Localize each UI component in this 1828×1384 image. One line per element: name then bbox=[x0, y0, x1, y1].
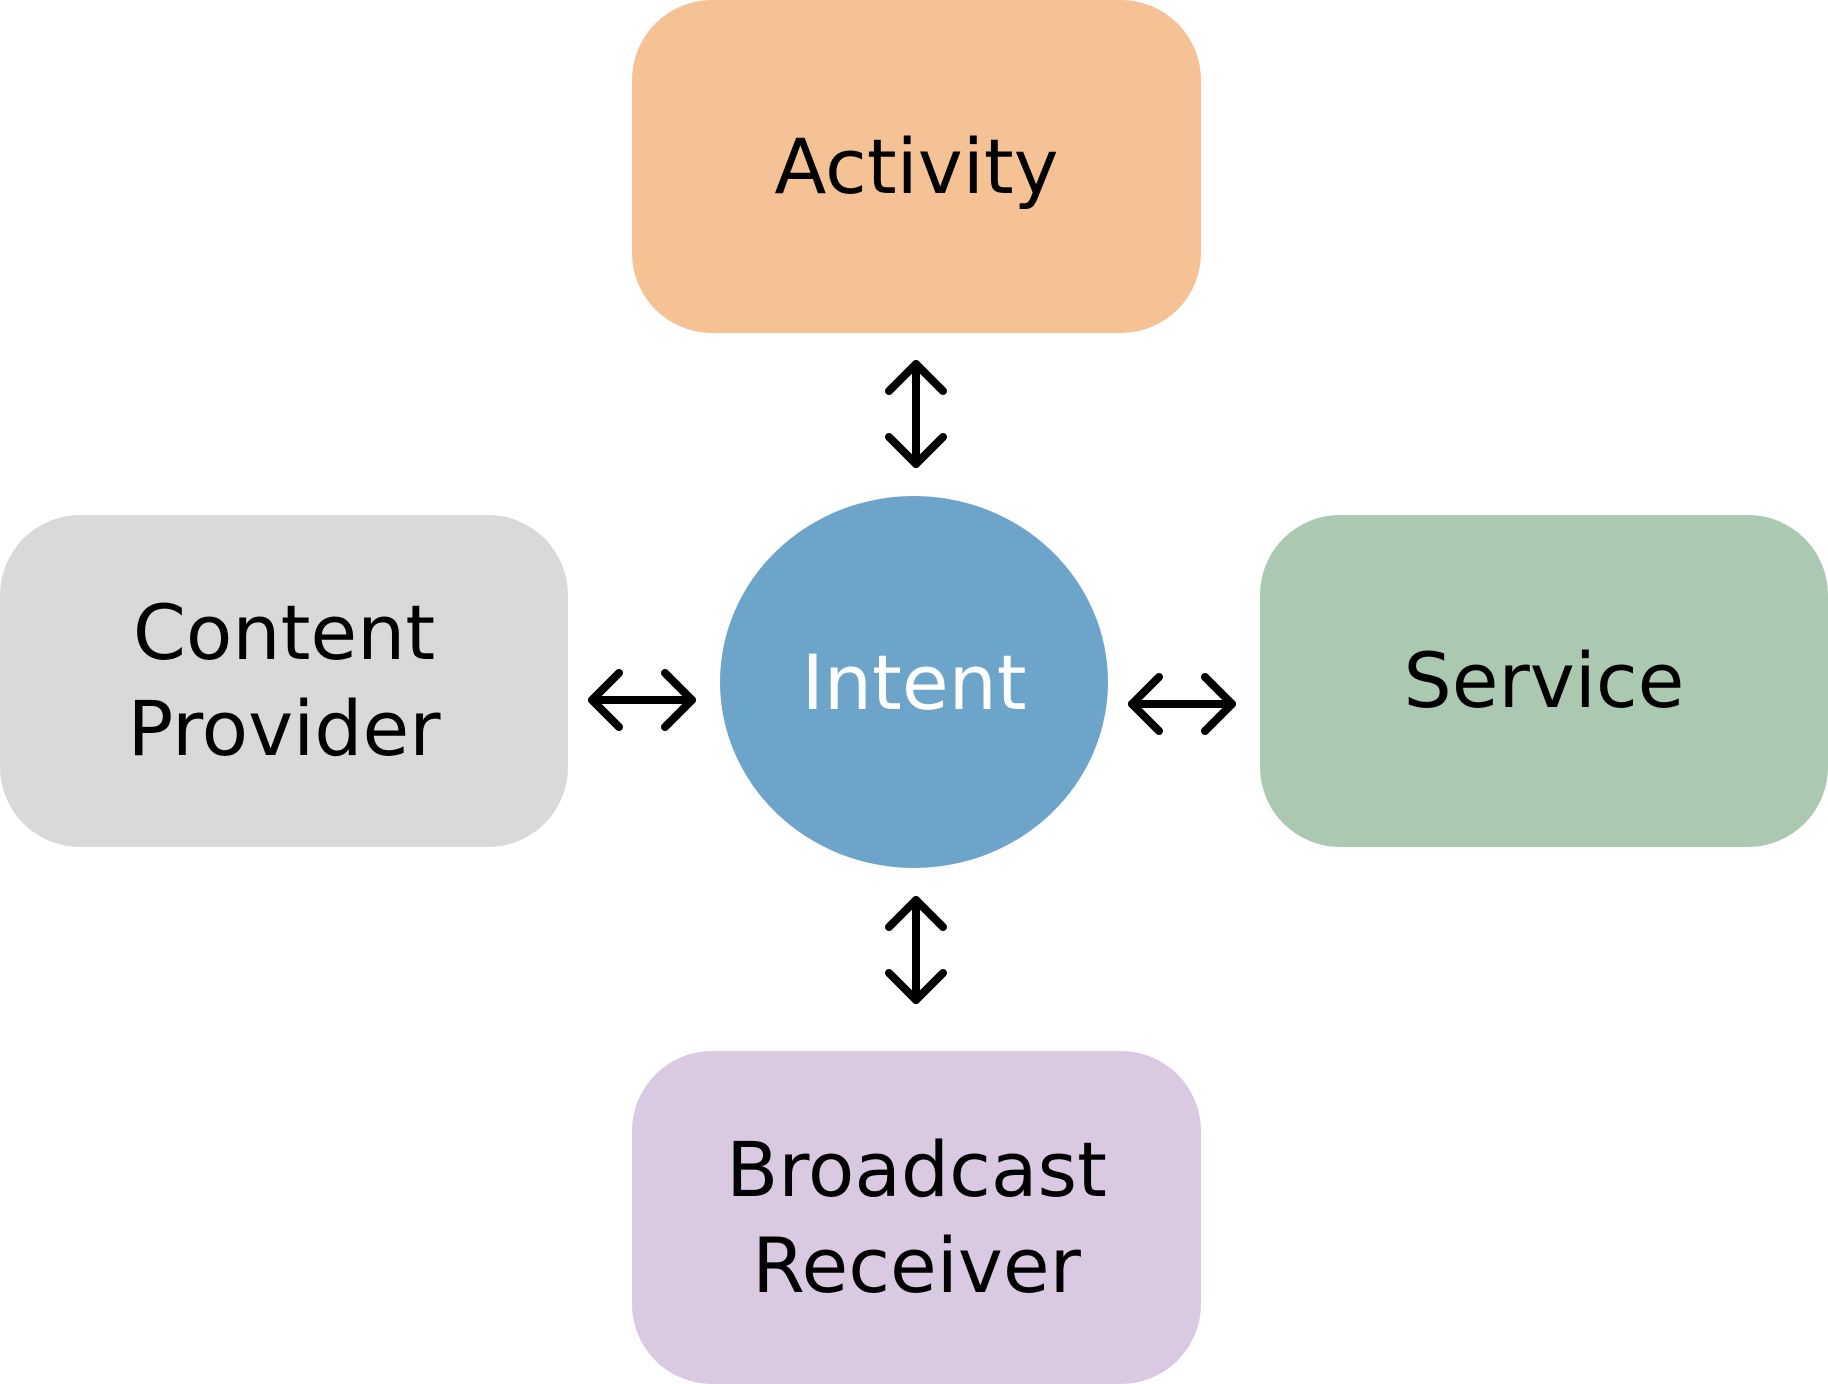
activity-node: Activity bbox=[632, 0, 1201, 333]
content-provider-label-line-1: Content bbox=[132, 588, 436, 677]
broadcast-receiver-node: Broadcast Receiver bbox=[632, 1051, 1201, 1384]
arrow-intent-broadcast-receiver bbox=[885, 896, 947, 1004]
service-label: Service bbox=[1403, 636, 1685, 725]
intent-label: Intent bbox=[801, 637, 1027, 727]
content-provider-label-line-2: Provider bbox=[127, 684, 441, 773]
content-provider-node: Content Provider bbox=[0, 515, 568, 847]
service-node: Service bbox=[1260, 515, 1828, 847]
activity-label: Activity bbox=[774, 121, 1059, 211]
arrow-intent-content-provider bbox=[588, 669, 696, 731]
arrow-intent-activity bbox=[885, 360, 947, 468]
broadcast-receiver-label-line-1: Broadcast bbox=[726, 1124, 1107, 1214]
broadcast-receiver-label-line-2: Receiver bbox=[752, 1220, 1081, 1310]
arrow-intent-service bbox=[1128, 673, 1236, 735]
intent-node: Intent bbox=[720, 496, 1108, 868]
